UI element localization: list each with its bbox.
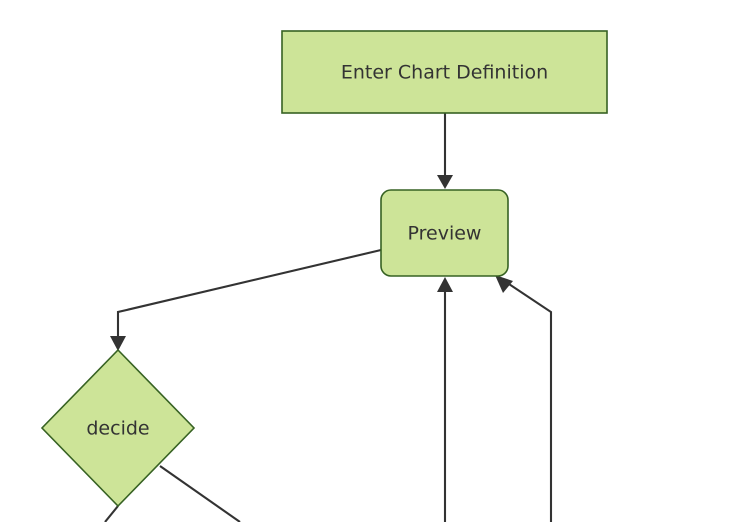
node-shape-preview[interactable] [380, 189, 509, 277]
node-enter-chart-definition[interactable]: Enter Chart Definition [281, 30, 608, 114]
edge-decide-bottom-left [104, 505, 119, 522]
node-shape-enter-chart-definition[interactable] [281, 30, 608, 114]
edge-bottom-right-to-preview [502, 279, 553, 522]
node-label-decide: decide [86, 418, 149, 440]
node-shape-decide[interactable] [40, 348, 196, 508]
node-preview[interactable]: Preview [380, 189, 509, 277]
edge-preview-to-decide [116, 248, 382, 342]
edge-layer [104, 113, 553, 522]
arrowhead-enter-to-preview [437, 175, 453, 189]
node-label-preview: Preview [408, 223, 482, 245]
arrowhead-bottom-right-to-preview [495, 275, 513, 293]
node-decide[interactable]: decide [40, 348, 196, 508]
arrowhead-bottom-center-to-preview [437, 277, 453, 292]
arrowhead-preview-to-decide [110, 336, 126, 351]
edge-decide-bottom-right [159, 465, 241, 522]
node-label-enter-chart-definition: Enter Chart Definition [341, 62, 548, 84]
